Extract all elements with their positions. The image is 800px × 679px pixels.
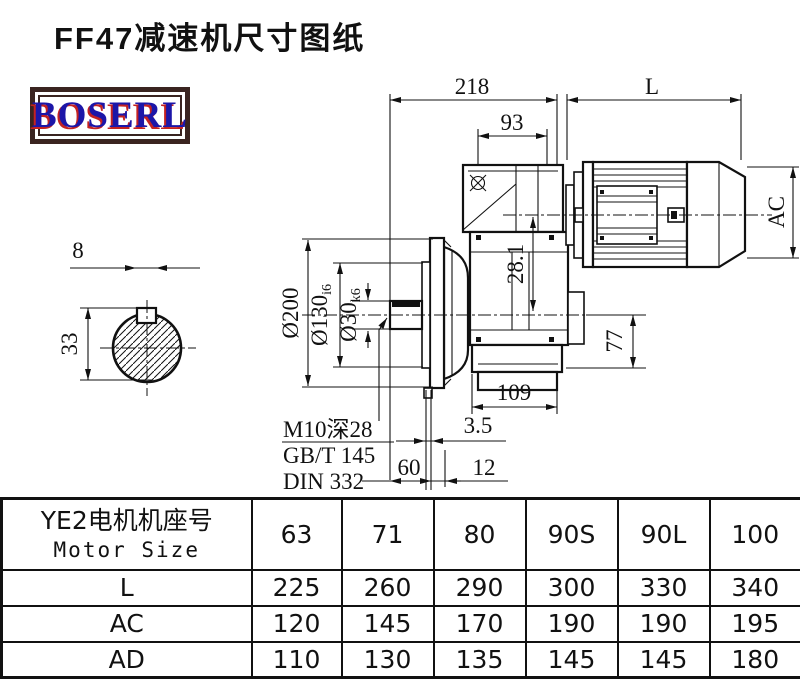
table-cell: 63	[252, 499, 342, 570]
table-cell: 90S	[526, 499, 618, 570]
table-row: L 225 260 290 300 330 340	[2, 570, 800, 606]
row-label: AC	[2, 606, 252, 642]
dim-8: 8	[72, 238, 84, 263]
table-cell: 110	[252, 642, 342, 678]
table-cell: 145	[342, 606, 434, 642]
note-gbt: GB/T 145	[283, 443, 375, 468]
table-cell: 120	[252, 606, 342, 642]
dimension-drawing: 218 L 93 AC 28.1 77 109 3.5 60 12 8 33 Ø…	[0, 0, 800, 497]
dim-3-5: 3.5	[464, 413, 493, 438]
table-cell: 71	[342, 499, 434, 570]
table-cell: 260	[342, 570, 434, 606]
table-row: AC 120 145 170 190 190 195	[2, 606, 800, 642]
dim-33: 33	[57, 333, 82, 356]
table-cell: 145	[618, 642, 710, 678]
header-en: Motor Size	[3, 538, 251, 563]
table-cell: 145	[526, 642, 618, 678]
dim-dia130: Ø130i6	[307, 284, 335, 346]
table-header-row: YE2电机机座号 Motor Size 63 71 80 90S 90L 100	[2, 499, 800, 570]
dim-L: L	[645, 74, 659, 99]
table-cell: 330	[618, 570, 710, 606]
row-label: L	[2, 570, 252, 606]
table-cell: 190	[618, 606, 710, 642]
dim-28-1: 28.1	[503, 244, 528, 284]
table-cell: 80	[434, 499, 526, 570]
table-cell: 135	[434, 642, 526, 678]
dim-12: 12	[473, 455, 496, 480]
table-cell: 180	[710, 642, 800, 678]
note-thread: M10深28	[283, 417, 372, 442]
shaft-section-view	[100, 300, 196, 396]
table-row: AD 110 130 135 145 145 180	[2, 642, 800, 678]
table-cell: 290	[434, 570, 526, 606]
table-cell: 90L	[618, 499, 710, 570]
table-cell: 340	[710, 570, 800, 606]
table-cell: 130	[342, 642, 434, 678]
table-cell: 170	[434, 606, 526, 642]
dim-60: 60	[398, 455, 421, 480]
dim-dia200: Ø200	[278, 287, 303, 338]
table-cell: 195	[710, 606, 800, 642]
dim-AC: AC	[764, 196, 789, 228]
output-flange	[390, 238, 468, 398]
table-cell: 190	[526, 606, 618, 642]
row-label: AD	[2, 642, 252, 678]
header-cn: YE2电机机座号	[3, 505, 251, 538]
motor-size-table: YE2电机机座号 Motor Size 63 71 80 90S 90L 100…	[0, 497, 800, 679]
dim-109: 109	[497, 380, 532, 405]
note-din: DIN 332	[283, 469, 364, 494]
table-cell: 225	[252, 570, 342, 606]
header-motor-size: YE2电机机座号 Motor Size	[2, 499, 252, 570]
table-cell: 300	[526, 570, 618, 606]
table-cell: 100	[710, 499, 800, 570]
dim-93: 93	[501, 110, 524, 135]
dim-77: 77	[602, 330, 627, 353]
dim-218: 218	[455, 74, 490, 99]
